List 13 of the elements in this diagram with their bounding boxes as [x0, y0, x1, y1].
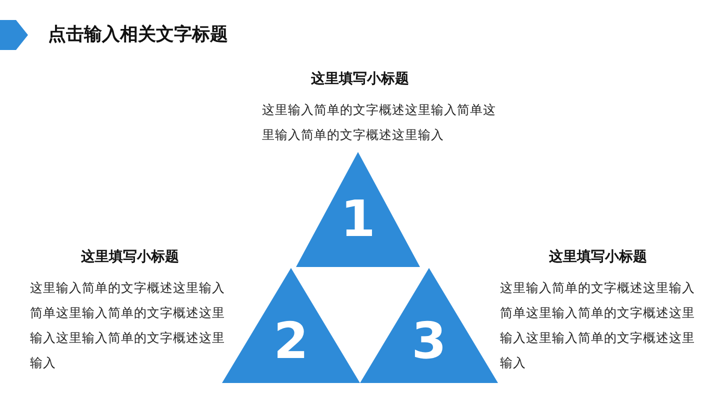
- numbered-triangle: [222, 268, 360, 383]
- description-text: 这里输入简单的文字概述这里输入简单这里输入简单的文字概述这里输入这里输入简单的文字概述这里输入: [500, 279, 696, 372]
- subheading: 这里填写小标题: [310, 70, 410, 88]
- triangle-number: 2: [272, 316, 310, 366]
- description-text: 这里输入简单的文字概述这里输入简单这里输入简单的文字概述这里输入这里输入简单的文字概述这里输入: [30, 279, 226, 372]
- description-text: 这里输入简单的文字概述这里输入简单这里输入简单的文字概述这里输入: [262, 101, 497, 144]
- page-title: 点击输入相关文字标题: [48, 23, 228, 46]
- subheading: 这里填写小标题: [80, 248, 180, 266]
- triangle-number: 3: [410, 316, 448, 366]
- numbered-triangle: [360, 268, 498, 383]
- triangle-number: 1: [340, 194, 376, 244]
- numbered-triangle: [296, 152, 420, 267]
- subheading: 这里填写小标题: [548, 248, 648, 266]
